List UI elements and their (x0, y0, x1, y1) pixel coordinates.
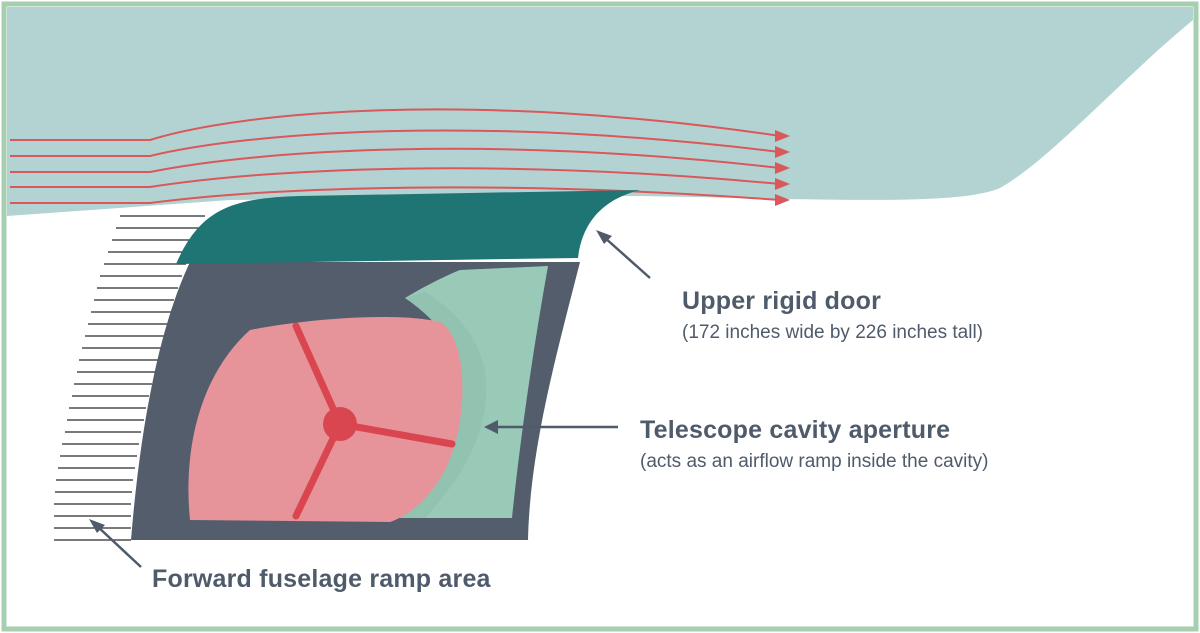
upper-door-detail: (172 inches wide by 226 inches tall) (682, 322, 984, 343)
fuselage-body (7, 7, 1193, 216)
mirror-hub (323, 407, 357, 441)
upper-rigid-door (176, 190, 640, 264)
aperture-ramp-shadow (400, 292, 487, 518)
leader-arrows (89, 230, 651, 568)
cavity-aperture-title: Telescope cavity aperture (640, 416, 951, 444)
cavity-aperture-detail: (acts as an airflow ramp inside the cavi… (640, 451, 989, 472)
upper-door-title: Upper rigid door (682, 287, 882, 315)
airflow-arrowheads (775, 130, 790, 206)
forward-ramp-hatching (54, 215, 205, 541)
airflow-streamlines (10, 108, 781, 204)
ramp-area-title: Forward fuselage ramp area (152, 565, 491, 593)
